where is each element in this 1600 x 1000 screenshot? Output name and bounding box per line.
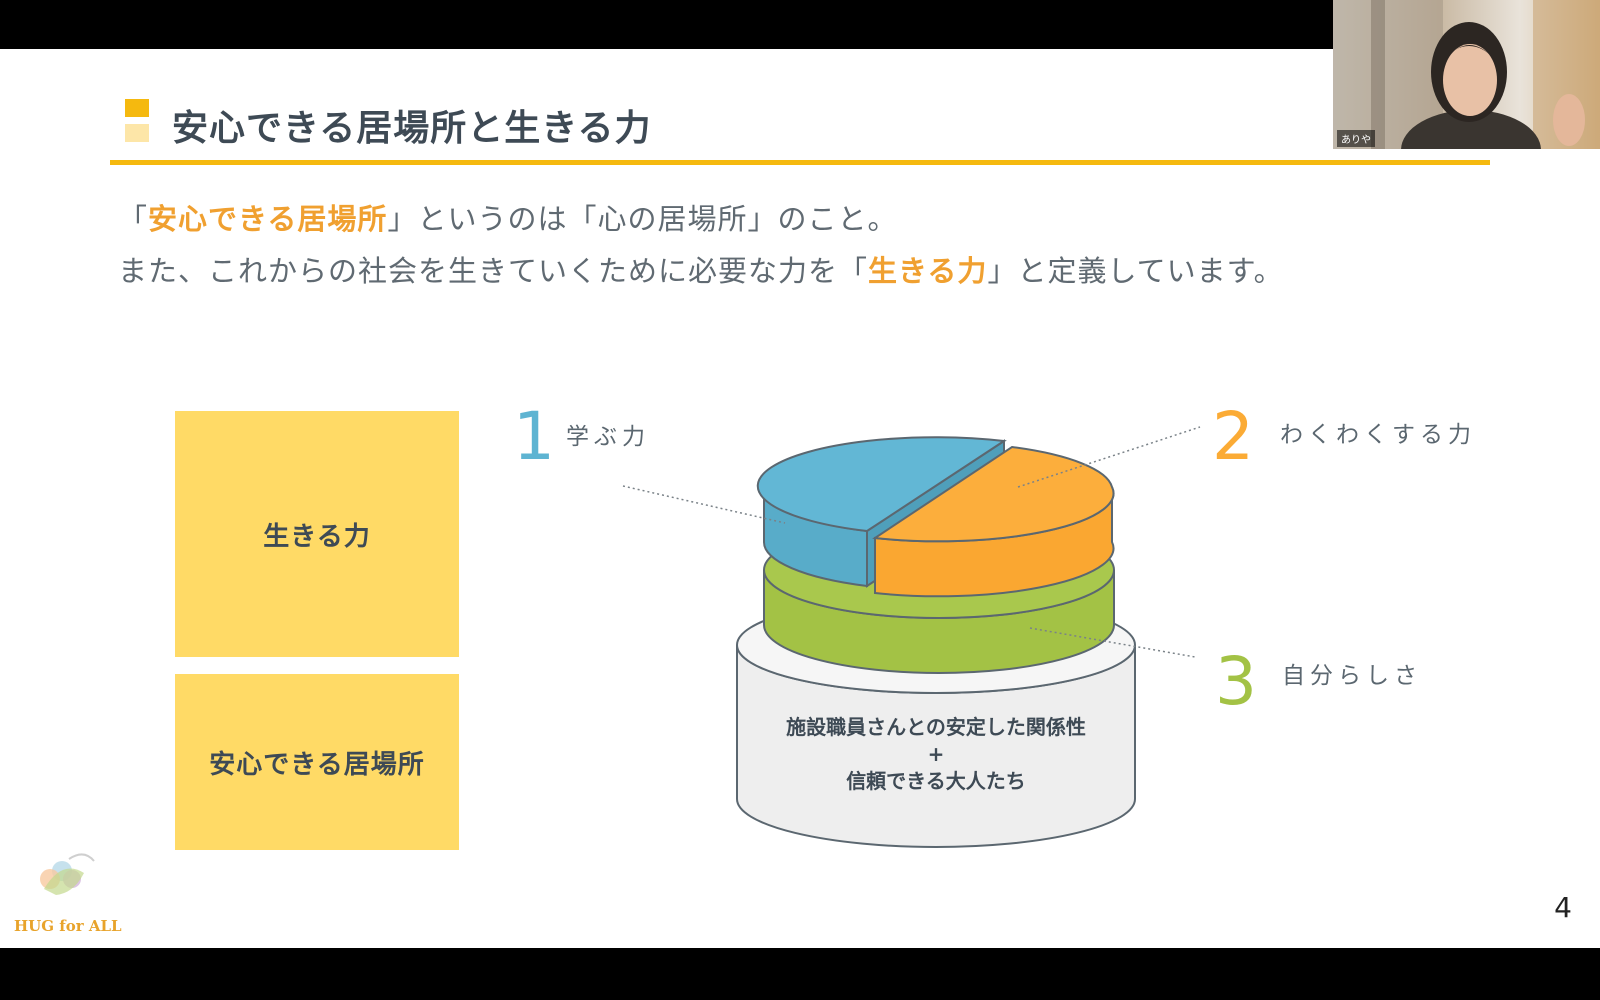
label-3-text: 自分らしさ xyxy=(1282,663,1422,689)
intro-line-1-rest: 」というのは「心の居場所」のこと。 xyxy=(387,202,898,236)
intro-line-2: また、これからの社会を生きていくために必要な力を「生きる力」と定義しています。 xyxy=(118,248,1284,290)
title-marker-light-icon xyxy=(125,124,149,142)
intro-line-1: 「安心できる居場所」というのは「心の居場所」のこと。 xyxy=(118,196,897,238)
webcam-participant-name: ありや xyxy=(1337,130,1375,147)
hug-for-all-logo-icon xyxy=(40,853,95,895)
intro-line-1-highlight: 安心できる居場所 xyxy=(148,202,388,236)
slide: 安心できる居場所と生きる力 「安心できる居場所」というのは「心の居場所」のこと。… xyxy=(0,49,1600,948)
blue-slice-top xyxy=(756,436,1007,533)
webcam-thumbnail[interactable]: ありや xyxy=(1333,0,1600,149)
logo-text: HUG for ALL xyxy=(14,917,122,935)
label-1-text: 学ぶ力 xyxy=(566,424,650,450)
base-label-plus: + xyxy=(928,742,945,766)
title-marker-icon xyxy=(125,99,149,117)
label-2-text: わくわくする力 xyxy=(1280,422,1476,448)
layered-pie-diagram: 施設職員さんとの安定した関係性 + 信頼できる大人たち 1 学ぶ力 2 わくわく… xyxy=(513,398,1476,848)
base-label-line-2: 信頼できる大人たち xyxy=(846,769,1026,793)
leader-line-2 xyxy=(1017,426,1201,488)
title-divider xyxy=(110,160,1490,165)
label-3-number: 3 xyxy=(1215,643,1257,720)
box-ikiru-chikara-label: 生きる力 xyxy=(263,521,371,552)
label-1-number: 1 xyxy=(513,398,555,475)
box-anshin-ibasho: 安心できる居場所 xyxy=(175,674,459,850)
intro-line-2-before: また、これからの社会を生きていくために必要な力を「 xyxy=(118,254,869,288)
webcam-participant-figure xyxy=(1333,0,1600,149)
intro-line-2-after: 」と定義しています。 xyxy=(987,254,1284,288)
intro-line-2-highlight: 生きる力 xyxy=(868,254,988,288)
intro-line-1-bracket: 「 xyxy=(118,202,149,236)
page-number: 4 xyxy=(1554,891,1572,924)
label-2-number: 2 xyxy=(1212,398,1254,475)
box-anshin-ibasho-label: 安心できる居場所 xyxy=(209,749,425,780)
page-title: 安心できる居場所と生きる力 xyxy=(172,108,652,149)
box-ikiru-chikara: 生きる力 xyxy=(175,411,459,657)
orange-slice-top xyxy=(872,445,1115,543)
orange-slice xyxy=(872,445,1115,598)
base-label-line-1: 施設職員さんとの安定した関係性 xyxy=(786,715,1086,739)
